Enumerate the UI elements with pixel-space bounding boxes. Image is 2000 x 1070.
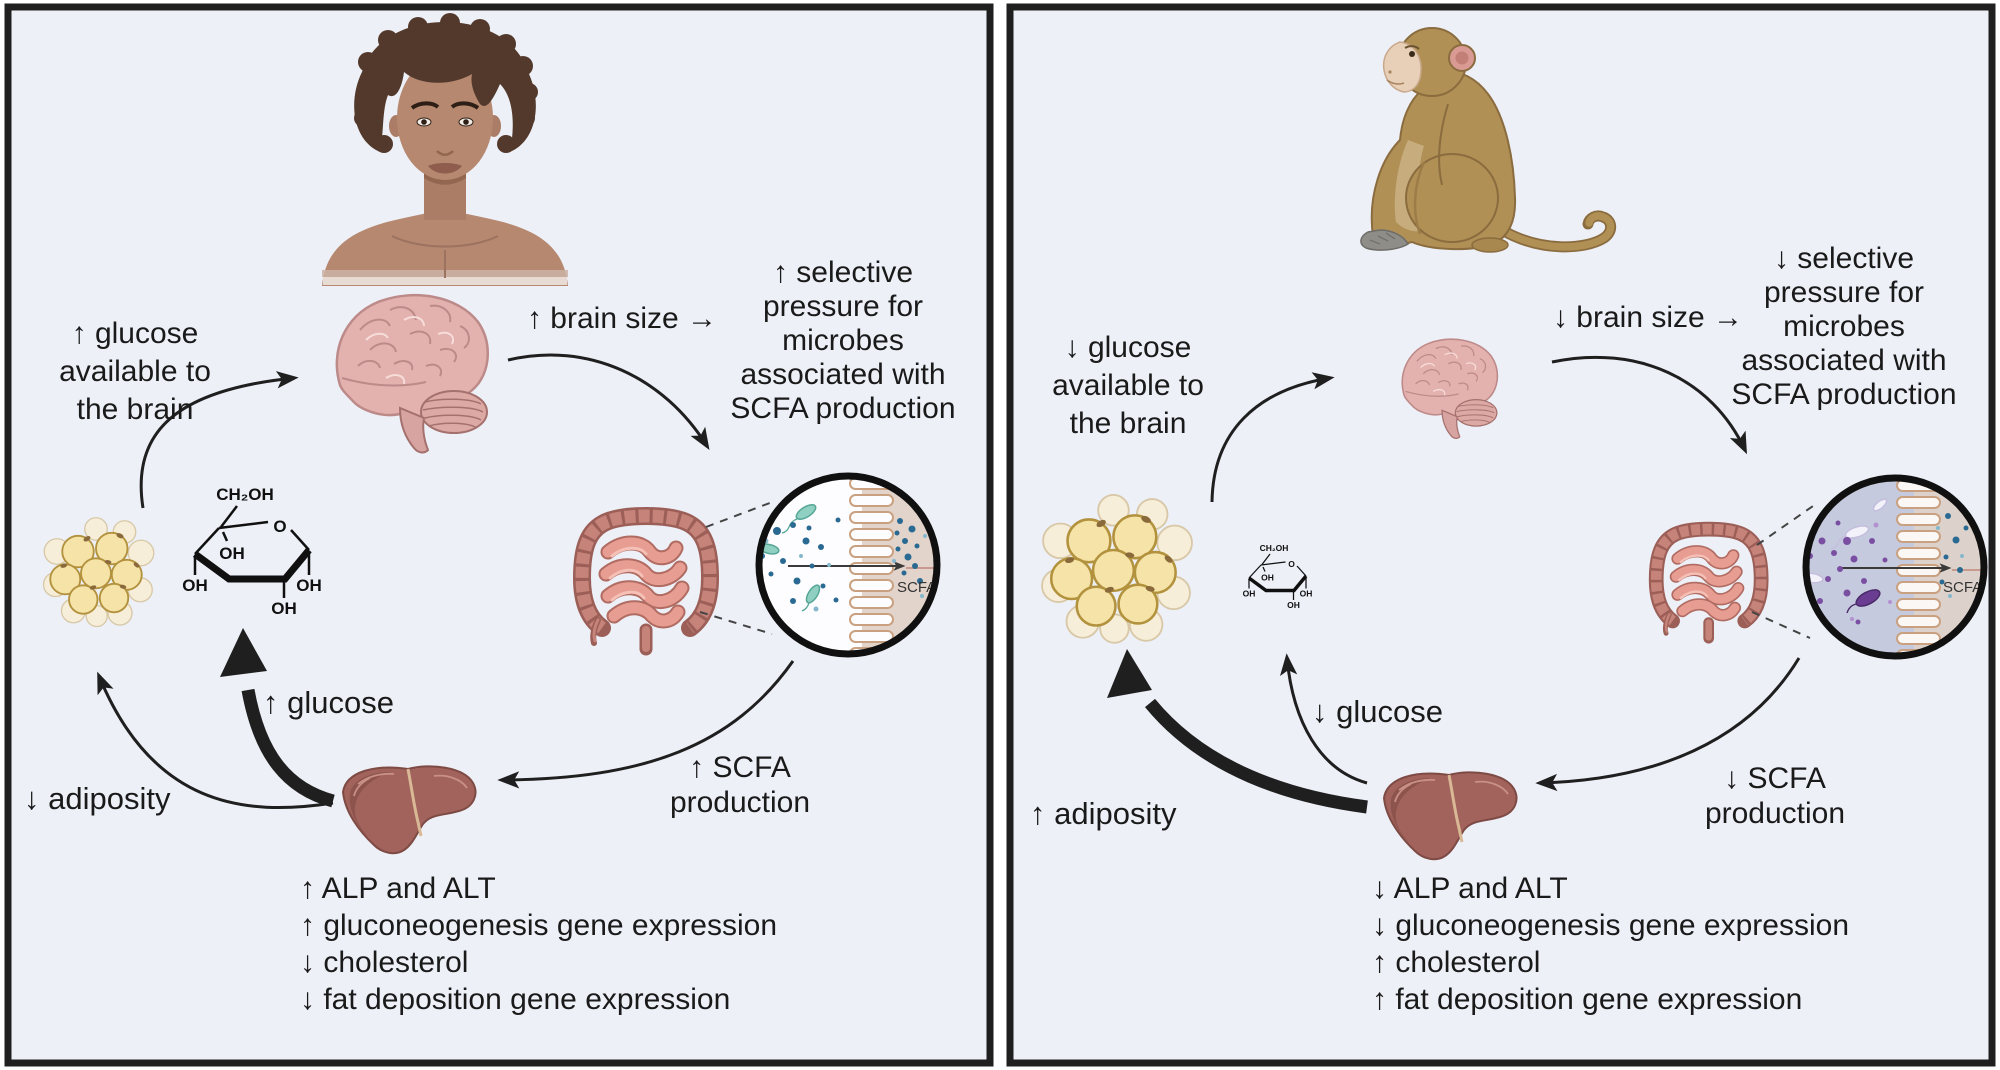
selective-pressure-line: microbes [1783, 310, 1905, 343]
liver-effect-line: ↑ fat deposition gene expression [1372, 983, 1802, 1016]
glucose-to-brain-line: the brain [77, 393, 194, 426]
selective-pressure-line: SCFA production [1731, 378, 1956, 411]
liver-effect-line: ↓ fat deposition gene expression [300, 983, 730, 1016]
monkey-icon [1360, 27, 1617, 253]
purple-rod-microbe [1855, 589, 1881, 607]
adiposity-label: ↓ adiposity [24, 781, 171, 816]
brain-size-label: ↑ brain size → [527, 302, 717, 335]
monkey-hand [1360, 229, 1409, 251]
arrow-gut-to-liver [497, 660, 795, 789]
inset-scfa-label: SCFA [1943, 579, 1982, 596]
purple-dots [1807, 520, 1888, 625]
scfa-production-line: production [670, 786, 810, 819]
liver-effect-line: ↑ gluconeogenesis gene expression [300, 909, 777, 942]
scfa-production-line: production [1705, 797, 1845, 830]
selective-pressure-line: associated with [740, 358, 945, 391]
inset-scfa-label: SCFA [897, 579, 936, 596]
human-bust-icon [322, 13, 568, 286]
arrow-liver-to-glucose [1280, 653, 1368, 785]
glucose-to-brain-line: available to [59, 355, 211, 388]
labels-monkey: ↓ glucose available to the brain ↓ brain… [1030, 242, 1957, 1016]
inset-connector-line [699, 611, 773, 635]
labels-human: ↑ glucose available to the brain ↑ brain… [24, 256, 956, 1016]
selective-pressure-line: microbes [782, 324, 904, 357]
selective-pressure-line: pressure for [1764, 276, 1924, 309]
thick-arrowhead [220, 628, 267, 677]
panel-monkey: SCFA ↓ glucose available to the brain ↓ … [1006, 3, 1996, 1067]
scfa-production-line: ↓ SCFA [1724, 762, 1826, 795]
face [410, 101, 480, 174]
scfa-production-line: ↑ SCFA [689, 751, 791, 784]
panel-human: SCFA ↑ glucose available to the brain ↑ … [4, 3, 994, 1067]
selective-pressure-line: pressure for [763, 290, 923, 323]
liver-effect-line: ↓ cholesterol [300, 946, 468, 979]
thick-arrow-liver-to-glucose [241, 688, 335, 808]
glucose-to-brain-line: ↑ glucose [72, 317, 199, 350]
adiposity-label: ↑ adiposity [1030, 796, 1177, 831]
liver-effect-line: ↓ gluconeogenesis gene expression [1372, 909, 1849, 942]
cycle-arrows-monkey [1210, 355, 1801, 792]
cycle-arrows-human [97, 353, 795, 809]
liver-effect-line: ↑ ALP and ALT [300, 872, 496, 905]
arrow-liver-to-adipose [97, 671, 334, 809]
arrow-brain-to-gut [507, 353, 710, 450]
glucose-label: ↓ glucose [1312, 694, 1443, 729]
glucose-label: ↑ glucose [263, 685, 394, 720]
inset-connector-line [1751, 611, 1811, 639]
thick-arrow-liver-to-adipose [1144, 698, 1368, 814]
glucose-to-brain-line: ↓ glucose [1065, 331, 1192, 364]
arrow-glucose-to-brain [139, 371, 299, 509]
arrow-brain-to-gut [1551, 355, 1747, 455]
inset-connector-line [705, 500, 776, 528]
selective-pressure-line: SCFA production [730, 392, 955, 425]
inset-circle [1802, 474, 1988, 660]
liver-effect-line: ↑ cholesterol [1372, 946, 1540, 979]
liver-effect-line: ↓ ALP and ALT [1372, 872, 1568, 905]
hair [354, 13, 538, 153]
glucose-to-brain-line: the brain [1070, 407, 1187, 440]
inset-circle [755, 472, 941, 658]
glucose-to-brain-line: available to [1052, 369, 1204, 402]
selective-pressure-line: associated with [1741, 344, 1946, 377]
selective-pressure-line: ↓ selective [1774, 242, 1914, 275]
scfa-dots [759, 507, 936, 604]
thick-arrowhead [1107, 649, 1152, 698]
teal-microbes [759, 504, 821, 612]
selective-pressure-line: ↑ selective [773, 256, 913, 289]
brain-size-label: ↓ brain size → [1553, 301, 1743, 334]
scfa-dots-few [1939, 513, 1969, 585]
arrow-gut-to-liver [1535, 657, 1801, 792]
arrow-glucose-to-brain [1210, 372, 1335, 503]
inset-connector-line [1756, 505, 1814, 546]
